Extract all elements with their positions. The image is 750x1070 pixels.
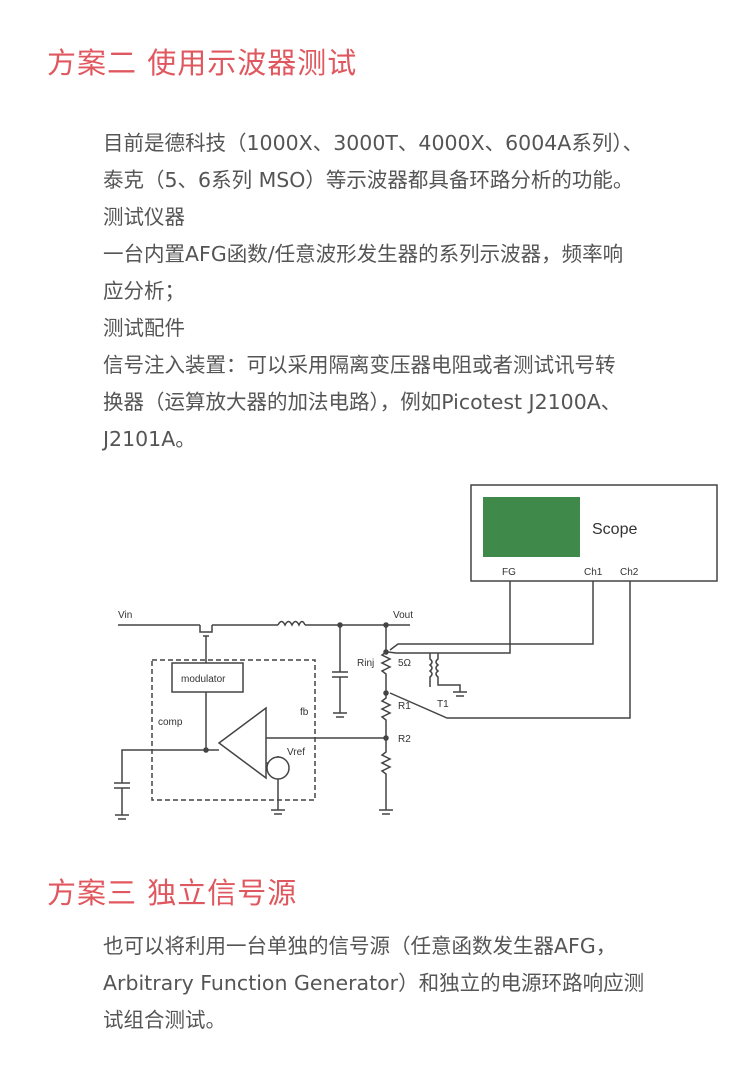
r2-label: R2 [398, 734, 411, 745]
modulator-box [171, 662, 244, 693]
paragraph-line: 信号注入装置：可以采用隔离变压器电阻或者测试讯号转 [103, 353, 616, 377]
paragraph-line: 泰克（5、6系列 MSO）等示波器都具备环路分析的功能。 [103, 168, 634, 192]
paragraph-line: Arbitrary Function Generator）和独立的电源环路响应测 [103, 971, 645, 995]
paragraph-line: 目前是德科技（1000X、3000T、4000X、6004A系列）、 [103, 131, 644, 155]
paragraph-line: 测试配件 [103, 316, 185, 340]
fb-label: fb [300, 707, 309, 718]
r1-label: R1 [398, 701, 411, 712]
node [383, 690, 389, 696]
fg-wire [387, 581, 511, 654]
paragraph-line: 一台内置AFG函数/任意波形发生器的系列示波器，频率响 [103, 242, 624, 266]
modulator-label: modulator [181, 674, 226, 685]
paragraph-line: 试组合测试。 [103, 1008, 226, 1032]
ch1-label: Ch1 [584, 567, 603, 578]
error-amplifier-icon [217, 706, 267, 780]
rinj-label: Rinj [357, 658, 374, 669]
section2-body: 目前是德科技（1000X、3000T、4000X、6004A系列）、 泰克（5、… [103, 125, 723, 458]
controller-boundary [151, 659, 316, 801]
paragraph-line: J2101A。 [103, 427, 196, 451]
paragraph-line: 应分析； [103, 279, 185, 303]
scope-label: Scope [592, 521, 637, 538]
node [383, 649, 389, 655]
paragraph-line: 也可以将利用一台单独的信号源（任意函数发生器AFG， [103, 934, 617, 958]
ground-icon [271, 779, 285, 815]
transformer-icon [428, 653, 467, 697]
section3-body: 也可以将利用一台单独的信号源（任意函数发生器AFG， Arbitrary Fun… [103, 928, 723, 1039]
paragraph-line: 测试仪器 [103, 205, 185, 229]
fg-label: FG [502, 567, 516, 578]
paragraph-line: 换器（运算放大器的加法电路），例如Picotest J2100A、 [103, 390, 622, 414]
scope-screen [483, 497, 580, 557]
output-capacitor-icon [332, 625, 348, 718]
ohm-label: 5Ω [398, 658, 412, 669]
comp-capacitor-icon [114, 749, 219, 820]
section2-title: 方案二 使用示波器测试 [47, 46, 358, 80]
vref-source-icon [266, 756, 290, 780]
ch2-wire [389, 581, 631, 719]
ch2-label: Ch2 [620, 567, 639, 578]
comp-label: comp [158, 717, 183, 728]
t1-label: T1 [437, 699, 449, 710]
section3-title: 方案三 独立信号源 [47, 876, 298, 910]
vin-label: Vin [118, 610, 132, 621]
vref-label: Vref [287, 747, 305, 758]
vout-label: Vout [393, 610, 413, 621]
ch1-wire [389, 581, 594, 651]
resistor-divider [379, 625, 393, 815]
inductor-icon [277, 620, 306, 627]
mosfet-icon [199, 625, 213, 663]
